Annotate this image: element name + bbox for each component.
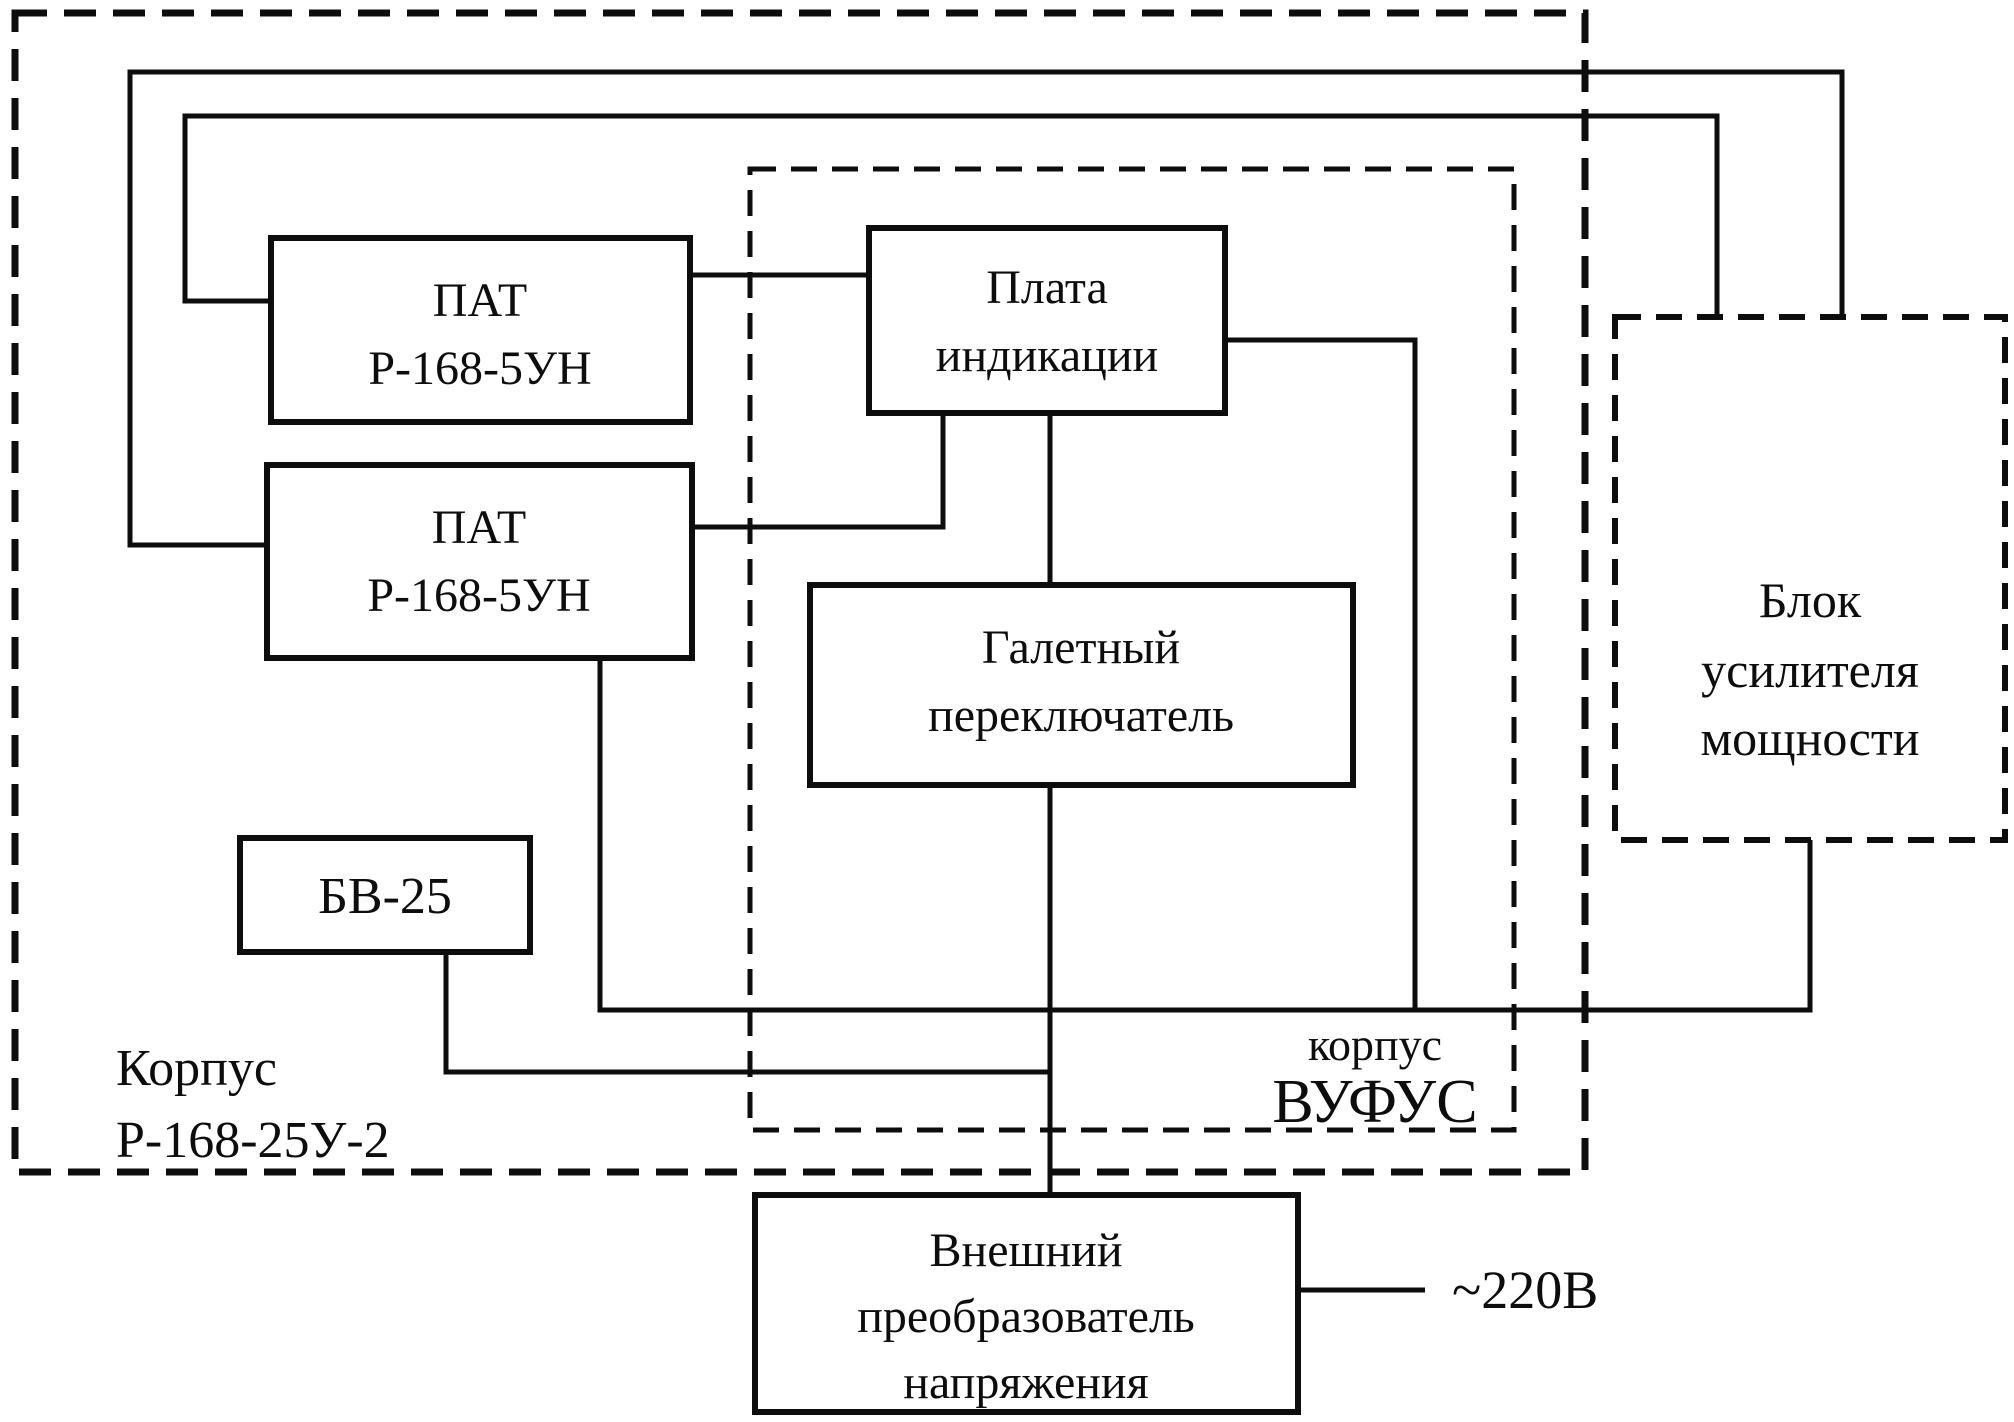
- wire-bv25-to-main-bus: [443, 952, 1050, 1075]
- rotary-switch-box: [807, 582, 1356, 788]
- bv25-box: [237, 835, 533, 955]
- pat-top-box: [268, 235, 693, 425]
- external-converter-box: [752, 1192, 1301, 1415]
- pat-bottom-label-line1: ПАТ: [432, 501, 526, 554]
- mains-voltage-label: ~220В: [1452, 1260, 1598, 1320]
- wire-pat-bottom-to-amplifier-top: [127, 69, 1845, 548]
- outer-case-label-line2: Р-168-25У-2: [116, 1112, 390, 1169]
- rotary-switch-label-line2: переключатель: [928, 689, 1234, 742]
- external-converter-label-line2: преобразователь: [857, 1290, 1195, 1343]
- wire-indicator-board-right-loop: [1225, 337, 1418, 1010]
- rotary-switch-label-line1: Галетный: [982, 621, 1180, 674]
- amplifier-unit-label-line2: усилителя: [1701, 642, 1919, 698]
- wire-pat-bottom-to-amplifier-bottom: [597, 658, 1813, 1013]
- pat-bottom-box: [264, 462, 695, 661]
- bv25-label: БВ-25: [318, 868, 452, 925]
- indicator-board-box: [866, 225, 1228, 416]
- external-converter-label-line1: Внешний: [929, 1224, 1122, 1277]
- external-converter-label-line3: напряжения: [903, 1356, 1148, 1409]
- indicator-board-label-line1: Плата: [986, 261, 1108, 314]
- amplifier-unit-label-line1: Блок: [1759, 572, 1862, 628]
- vufus-case-label-line1: корпус: [1308, 1019, 1442, 1070]
- outer-case-dashed-box: [11, 9, 1589, 1176]
- wire-pat-bottom-to-indicator-board: [692, 413, 946, 530]
- vufus-case-label-line2: ВУФУС: [1272, 1068, 1477, 1136]
- amplifier-unit-label-line3: мощности: [1701, 710, 1920, 766]
- pat-bottom-label-line2: Р-168-5УН: [367, 569, 590, 622]
- pat-top-label-line1: ПАТ: [433, 274, 527, 327]
- outer-case-label-line1: Корпус: [116, 1040, 277, 1097]
- vufus-case-dashed-box: [747, 166, 1517, 1133]
- indicator-board-label-line2: индикации: [936, 329, 1158, 382]
- wire-pat-top-to-amplifier-top: [182, 113, 1720, 317]
- pat-top-label-line2: Р-168-5УН: [368, 342, 591, 395]
